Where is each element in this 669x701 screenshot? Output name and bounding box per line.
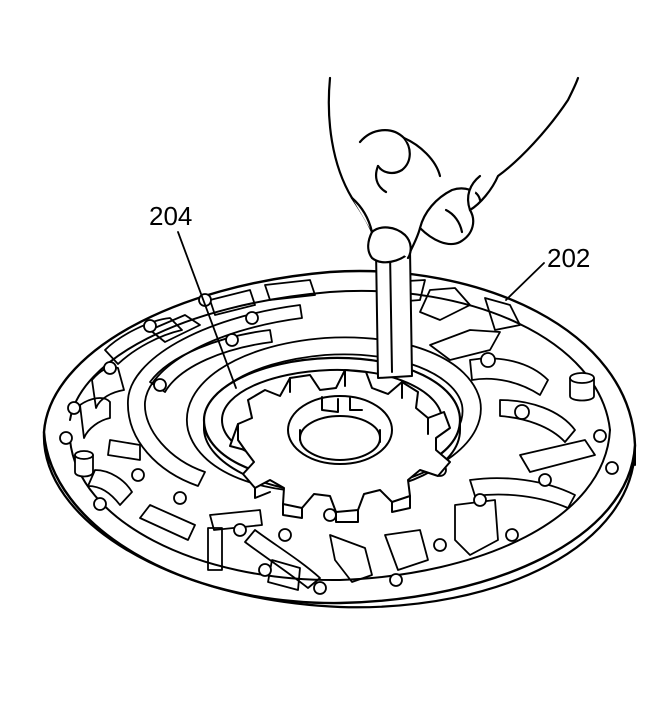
technician-hand [329,78,578,262]
inner-gear [230,370,450,522]
callout-label-plate: 202 [547,243,591,273]
callout-label-gear: 204 [149,201,193,231]
dowel-pins [75,373,594,477]
pry-tool [376,250,412,378]
leader-line-202 [506,263,544,300]
leader-line-204 [178,232,236,388]
bolt-holes [60,294,618,594]
gear-hub-bore [288,396,392,464]
leader-lines [178,232,544,388]
